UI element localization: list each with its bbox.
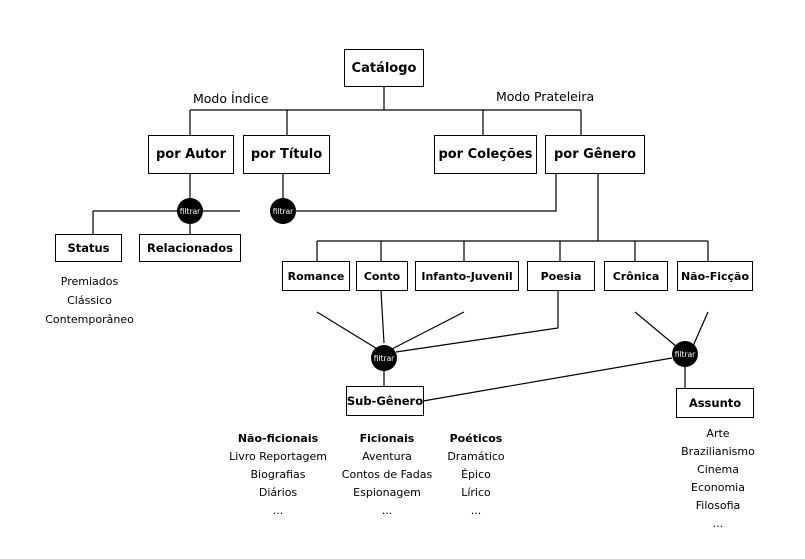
nao-ficcao-node: Não-Ficção bbox=[677, 261, 753, 291]
group-title: Ficionais bbox=[359, 432, 415, 445]
list-item: Diários bbox=[258, 486, 298, 499]
list-item: ... bbox=[712, 517, 724, 530]
por-autor-node: por Autor bbox=[148, 135, 234, 174]
poeticos-list: Poéticos Dramático Épico Lírico ... bbox=[436, 430, 516, 520]
group-title: Poéticos bbox=[449, 432, 503, 445]
status-item: Premiados bbox=[60, 275, 119, 288]
filtrar-titulo-node: filtrar bbox=[270, 198, 296, 224]
filtrar-subgenero-node: filtrar bbox=[371, 345, 397, 371]
status-item: Clássico bbox=[67, 294, 112, 307]
poesia-node: Poesia bbox=[527, 261, 595, 291]
list-item: Dramático bbox=[447, 450, 505, 463]
list-item: Contos de Fadas bbox=[341, 468, 433, 481]
status-item: Contemporâneo bbox=[45, 313, 134, 326]
status-items-list: Premiados Clássico Contemporâneo bbox=[32, 272, 147, 329]
list-item: Livro Reportagem bbox=[229, 450, 327, 463]
status-node: Status bbox=[55, 234, 122, 262]
romance-node: Romance bbox=[282, 261, 350, 291]
infanto-juvenil-node: Infanto-Juvenil bbox=[415, 261, 519, 291]
modo-indice-label: Modo Índice bbox=[193, 91, 269, 106]
list-item: Espionagem bbox=[353, 486, 421, 499]
list-item: ... bbox=[470, 504, 482, 517]
filtrar-assunto-node: filtrar bbox=[672, 341, 698, 367]
catalogo-node: Catálogo bbox=[344, 49, 424, 87]
cronica-node: Crônica bbox=[604, 261, 668, 291]
list-item: ... bbox=[381, 504, 393, 517]
por-genero-node: por Gênero bbox=[545, 135, 645, 174]
conto-node: Conto bbox=[356, 261, 408, 291]
list-item: ... bbox=[272, 504, 284, 517]
list-item: Épico bbox=[461, 468, 491, 481]
group-title: Não-ficionais bbox=[237, 432, 319, 445]
list-item: Lírico bbox=[461, 486, 491, 499]
list-item: Economia bbox=[691, 481, 745, 494]
list-item: Biografias bbox=[250, 468, 306, 481]
list-item: Arte bbox=[706, 427, 730, 440]
filtrar-autor-node: filtrar bbox=[177, 198, 203, 224]
list-item: Cinema bbox=[697, 463, 739, 476]
list-item: Filosofia bbox=[695, 499, 741, 512]
nao-ficionais-list: Não-ficionais Livro Reportagem Biografia… bbox=[218, 430, 338, 520]
sub-genero-node: Sub-Gênero bbox=[346, 386, 424, 416]
por-colecoes-node: por Coleções bbox=[434, 135, 537, 174]
assunto-node: Assunto bbox=[676, 388, 754, 418]
relacionados-node: Relacionados bbox=[139, 234, 241, 262]
ficionais-list: Ficionais Aventura Contos de Fadas Espio… bbox=[332, 430, 442, 520]
list-item: Aventura bbox=[362, 450, 412, 463]
assunto-list: Arte Brazilianismo Cinema Economia Filos… bbox=[666, 425, 770, 533]
modo-prateleira-label: Modo Prateleira bbox=[496, 89, 595, 104]
list-item: Brazilianismo bbox=[681, 445, 755, 458]
por-titulo-node: por Título bbox=[243, 135, 330, 174]
